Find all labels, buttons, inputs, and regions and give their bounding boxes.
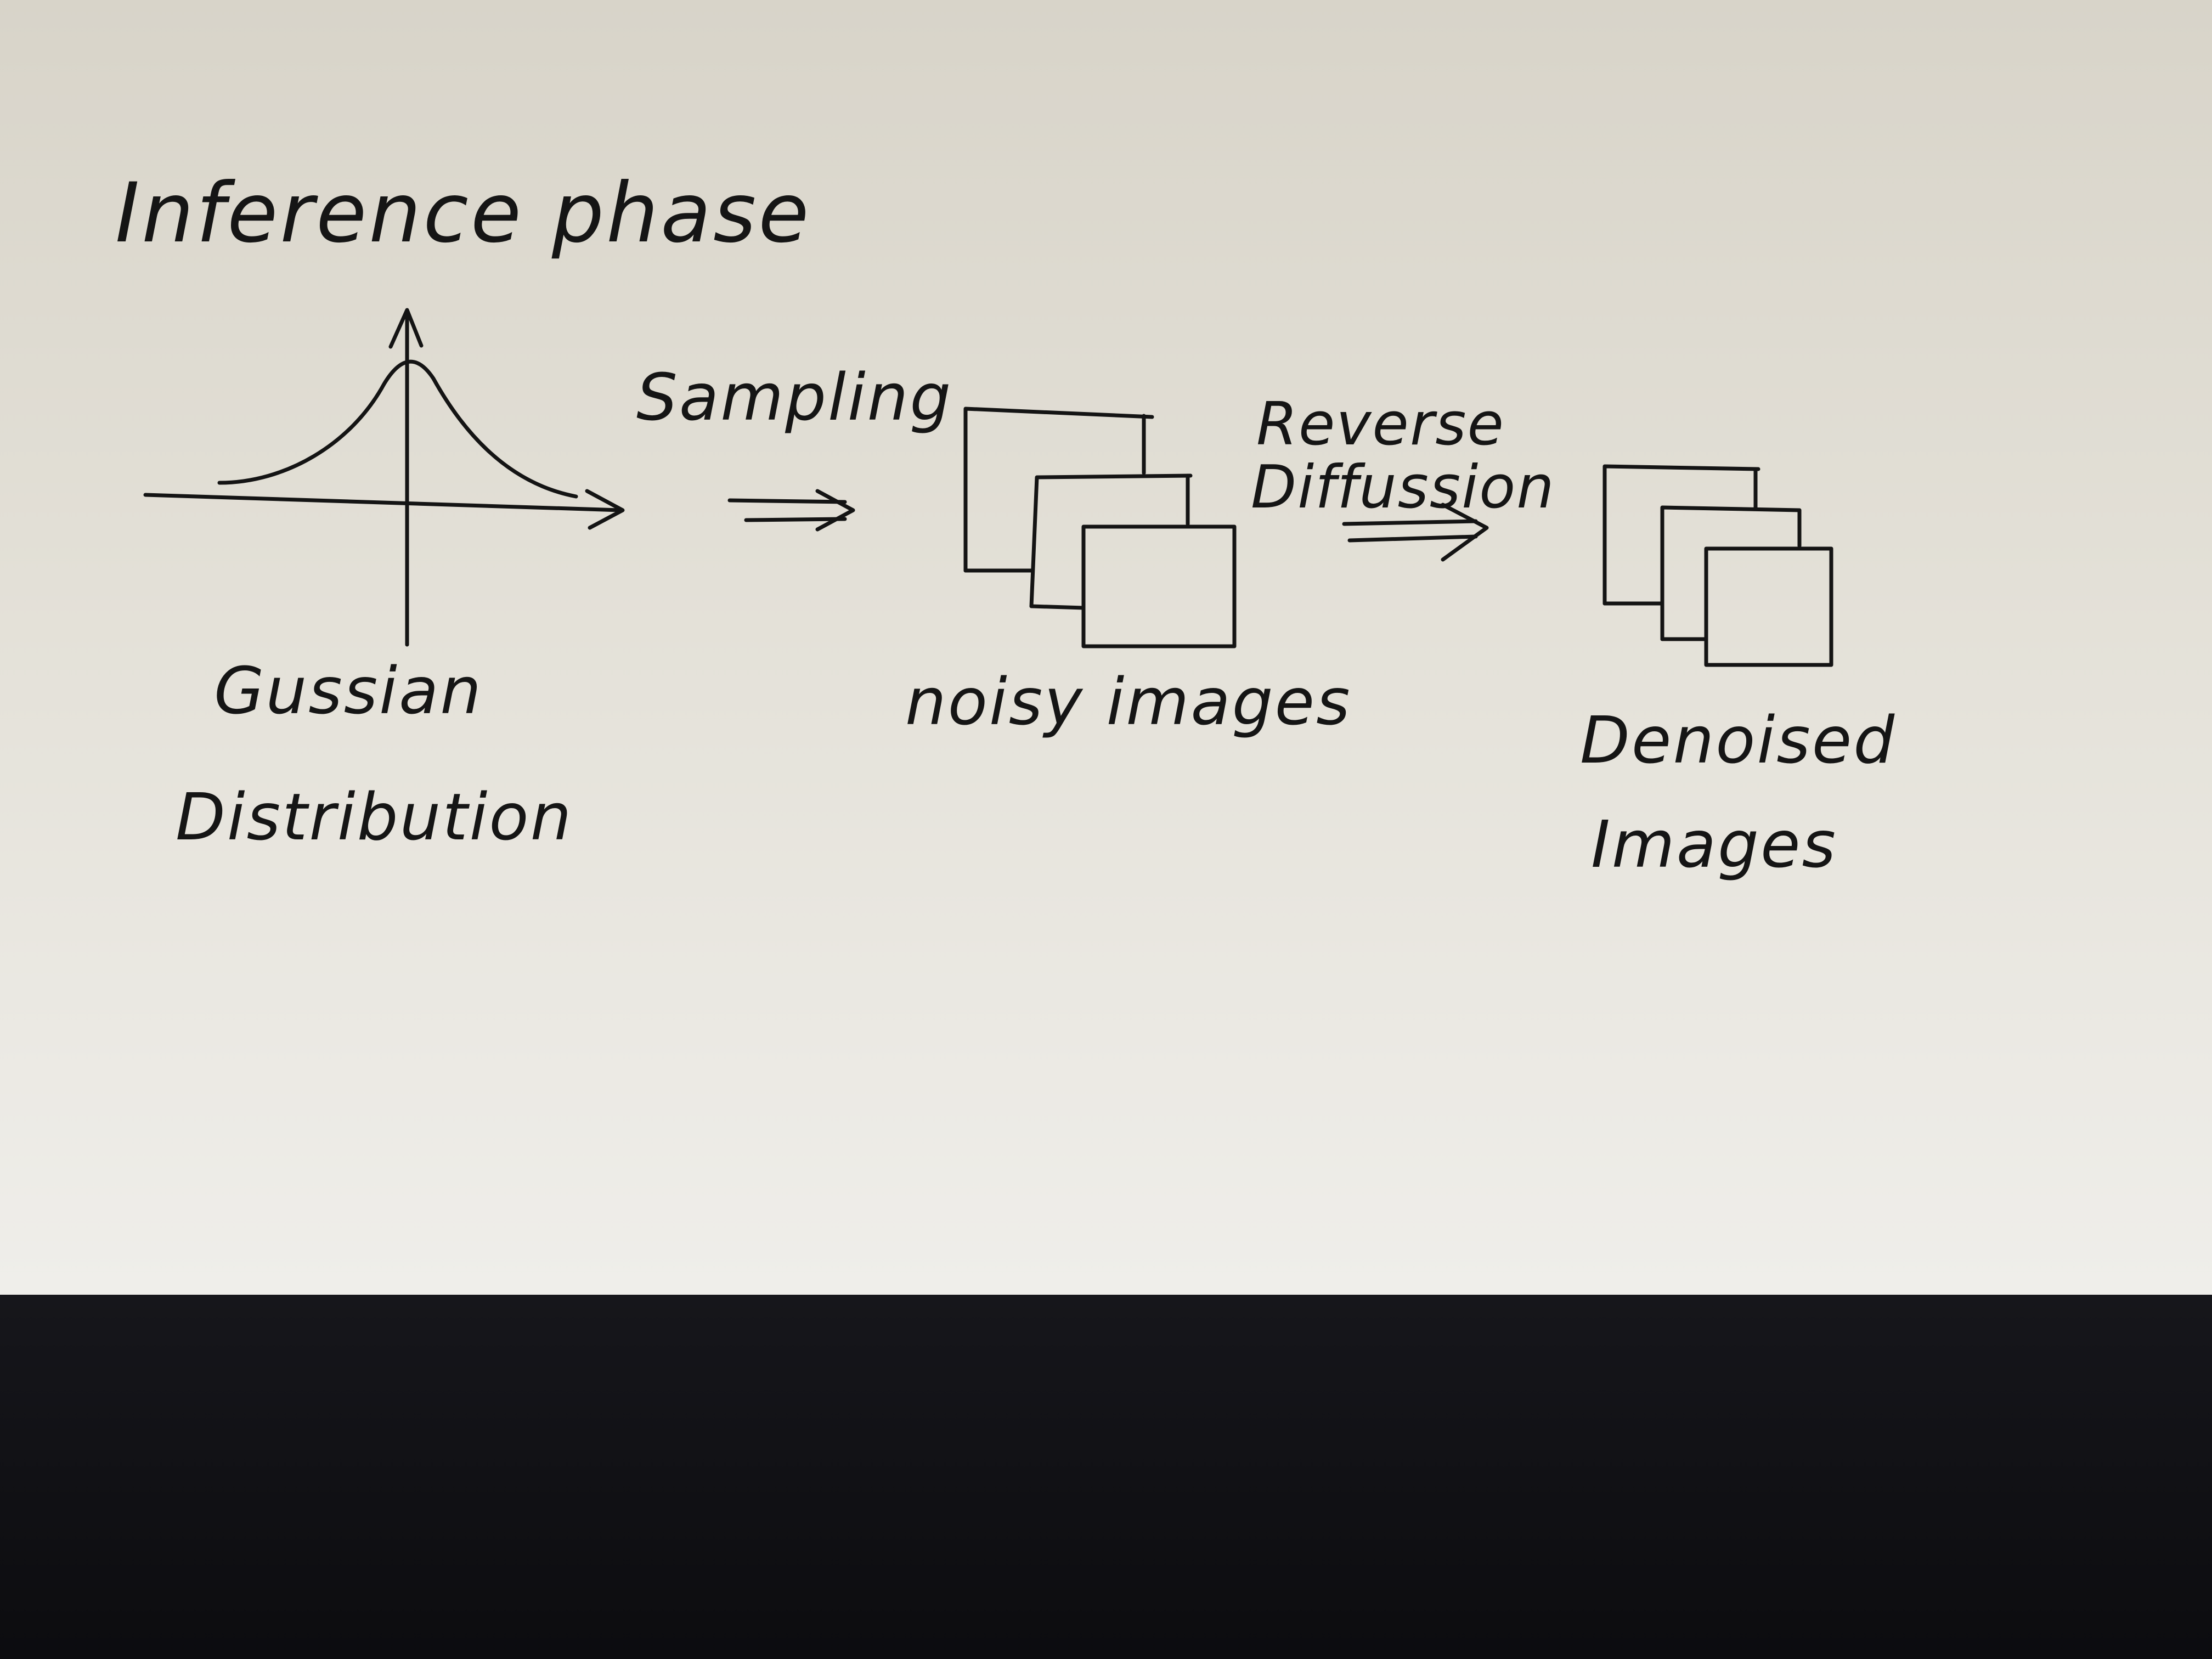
diagram-title: Inference phase [115,166,811,261]
reverse-arrow-line-top [1342,519,1478,526]
reverse-diffusion-double-arrow [1342,503,1489,562]
denoised-label-line1: Denoised [1580,702,1896,778]
noisy-images-label: noisy images [905,664,1352,740]
noisy-frame-middle-bottom [1029,604,1086,610]
sampling-arrow-line-top [727,498,847,504]
denoised-label-line2: Images [1591,806,1837,882]
gaussian-label-line1: Gussian [214,653,483,729]
sampling-double-arrow [727,489,855,532]
denoised-frame-back-top [1602,464,1760,606]
dark-desk-surface [0,1295,2212,1659]
noisy-frame-front [1081,524,1237,648]
reverse-label-line2: Diffussion [1251,453,1555,522]
denoised-images-stack [1602,464,1833,667]
gaussian-y-axis-arrowhead [388,308,424,349]
gaussian-plot [143,308,625,647]
noisy-frame-back-top [963,407,1154,573]
reverse-arrowhead [1441,503,1489,562]
denoised-frame-middle-top [1660,505,1802,641]
reverse-label-line1: Reverse [1256,390,1505,459]
gaussian-label-line2: Distribution [176,779,573,855]
reverse-arrow-line-bottom [1347,534,1478,543]
noisy-frame-middle-top [1029,473,1193,608]
gaussian-x-axis-arrowhead [585,489,625,530]
gaussian-x-axis [143,493,622,512]
sampling-arrowhead [815,489,855,532]
gaussian-bell-curve [217,359,578,499]
paper-sheet [0,0,2212,1298]
sampling-arrow-line-bottom [744,517,847,522]
sampling-label: Sampling [636,359,952,435]
noisy-images-stack [963,407,1237,648]
denoised-frame-front [1704,546,1833,667]
